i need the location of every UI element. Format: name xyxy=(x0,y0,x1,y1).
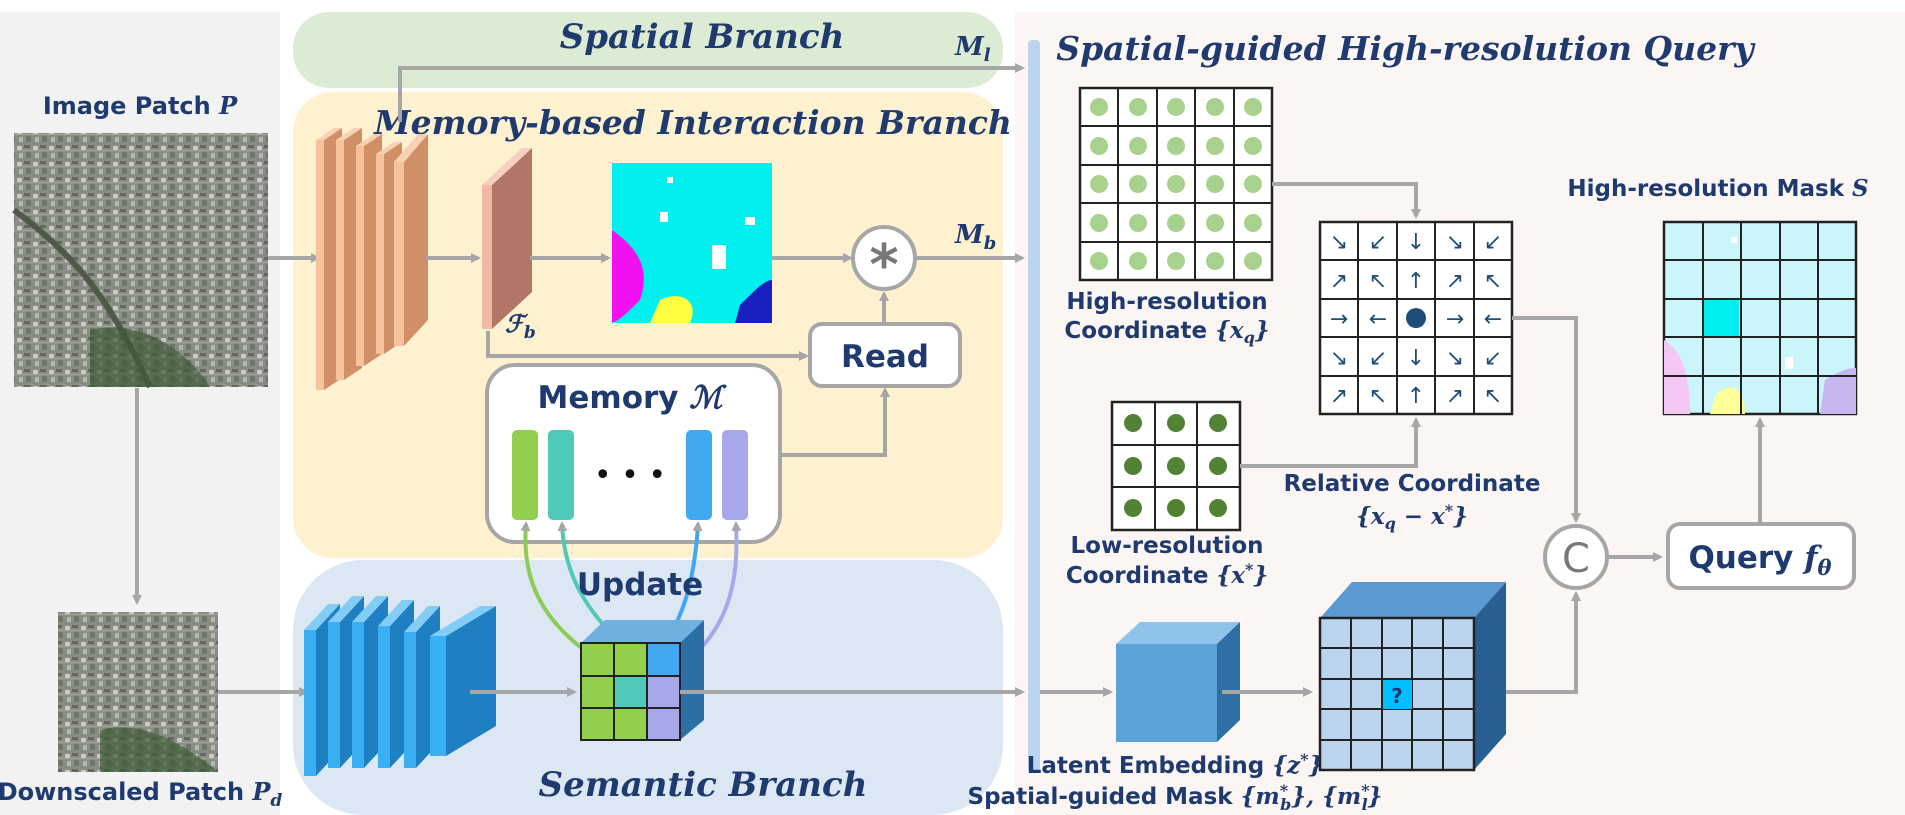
multiply-star: * xyxy=(869,233,898,298)
rel-arrow: ← xyxy=(1484,307,1502,332)
latent-embedding-label: Latent Embedding {z*} xyxy=(1027,750,1324,779)
segmentation-map xyxy=(612,163,772,323)
rel-arrow: ↗ xyxy=(1446,269,1464,294)
arrow-hr-to-relative xyxy=(1272,182,1421,219)
rel-arrow: ↘ xyxy=(1330,230,1348,255)
rel-arrow: ↖ xyxy=(1484,384,1502,409)
update-label: Update xyxy=(577,567,703,603)
arrow-relative-to-concat xyxy=(1512,316,1581,523)
unknown-mark: ? xyxy=(1391,684,1403,708)
separator-bar xyxy=(1028,40,1040,772)
rel-coordinate-label-1: Relative Coordinate xyxy=(1284,471,1541,497)
rel-arrow: ↓ xyxy=(1407,346,1425,371)
high-res-mask-grid xyxy=(1662,220,1858,416)
memory-ellipsis: • • • xyxy=(594,458,666,493)
memory-title: Memory ℳ xyxy=(538,380,728,416)
arrow-lr-to-relative xyxy=(1240,417,1421,468)
high-res-coordinate-grid xyxy=(1078,86,1274,282)
semantic-encoder-stack xyxy=(304,596,496,776)
rel-arrow: ↗ xyxy=(1330,269,1348,294)
arrow-spatial-branch xyxy=(398,63,1025,122)
read-label: Read xyxy=(841,339,929,375)
hr-coordinate-label-1: High-resolution xyxy=(1066,289,1267,315)
rel-arrow: ↖ xyxy=(1369,384,1387,409)
m-l-symbol: Ml xyxy=(954,32,991,66)
relative-coordinate-grid: ↘ ↙ ↓ ↘ ↙ ↗ ↖ ↑ ↗ ↖ → ← → ← ↘ ↙ ↓ ↘ ↙ ↗ ↖ ↑ ↗ ↖ xyxy=(1318,220,1514,416)
memory-slot-2 xyxy=(548,430,574,520)
semantic-cube xyxy=(580,620,704,741)
rel-arrow: ← xyxy=(1369,307,1387,332)
arrow-fb-to-read xyxy=(486,331,809,361)
rel-arrow: ↙ xyxy=(1484,230,1502,255)
rel-arrow: ↘ xyxy=(1330,346,1348,371)
concat-node xyxy=(1543,524,1609,590)
query-label: Query fθ xyxy=(1688,540,1831,580)
spatial-guided-mask-cube: ? xyxy=(1318,582,1506,772)
memory-slot-4 xyxy=(722,430,748,520)
high-res-mask-label: High-resolution Mask S xyxy=(1567,175,1868,202)
memory-branch-bg xyxy=(293,92,1003,558)
memory-slot-3 xyxy=(686,430,712,520)
memory-branch-title: Memory-based Interaction Branch xyxy=(373,103,1012,142)
rel-arrow: ↗ xyxy=(1446,384,1464,409)
rel-arrow: → xyxy=(1446,307,1464,332)
rel-arrow: ↖ xyxy=(1484,269,1502,294)
rel-arrow: ↑ xyxy=(1407,269,1425,294)
spatial-branch-title: Spatial Branch xyxy=(560,17,845,57)
rel-arrow: ↙ xyxy=(1484,346,1502,371)
image-patch-green xyxy=(90,327,210,387)
rel-coordinate-label-2: {xq − x*} xyxy=(1356,501,1468,533)
memory-slot-1 xyxy=(512,430,538,520)
memory-encoder-stack xyxy=(316,128,428,390)
semantic-branch-title: Semantic Branch xyxy=(539,765,868,805)
rel-arrow: ↗ xyxy=(1330,384,1348,409)
feature-f-b xyxy=(482,148,532,329)
arrow-mask-to-concat xyxy=(1506,591,1581,694)
multiply-node xyxy=(851,225,917,291)
rel-arrow: ↓ xyxy=(1407,230,1425,255)
query-section-title: Spatial-guided High-resolution Query xyxy=(1056,29,1756,68)
rel-arrow: ↑ xyxy=(1407,384,1425,409)
low-res-coordinate-grid xyxy=(1110,400,1242,532)
m-b-symbol: Mb xyxy=(954,220,996,254)
spatial-guided-mask-label: Spatial-guided Mask {m*b}, {m*l} xyxy=(968,781,1383,814)
rel-arrow: ↘ xyxy=(1446,346,1464,371)
concat-label: C xyxy=(1562,536,1590,582)
hr-coordinate-label-2: Coordinate {xq} xyxy=(1064,317,1269,347)
rel-arrow: ↖ xyxy=(1369,269,1387,294)
downscaled-patch-label: Downscaled Patch Pd xyxy=(0,777,282,811)
lr-coordinate-label-2: Coordinate {x*} xyxy=(1066,560,1268,589)
rel-arrow: ↘ xyxy=(1446,230,1464,255)
downscaled-patch-green xyxy=(100,727,218,772)
image-patch-label: Image Patch P xyxy=(43,91,238,120)
arrow-memory-to-read xyxy=(780,387,890,457)
rel-arrow: → xyxy=(1330,307,1348,332)
rel-arrow: ↙ xyxy=(1369,346,1387,371)
rel-arrow: ↙ xyxy=(1369,230,1387,255)
lr-coordinate-label-1: Low-resolution xyxy=(1071,533,1264,559)
latent-embedding-cube xyxy=(1116,622,1240,742)
